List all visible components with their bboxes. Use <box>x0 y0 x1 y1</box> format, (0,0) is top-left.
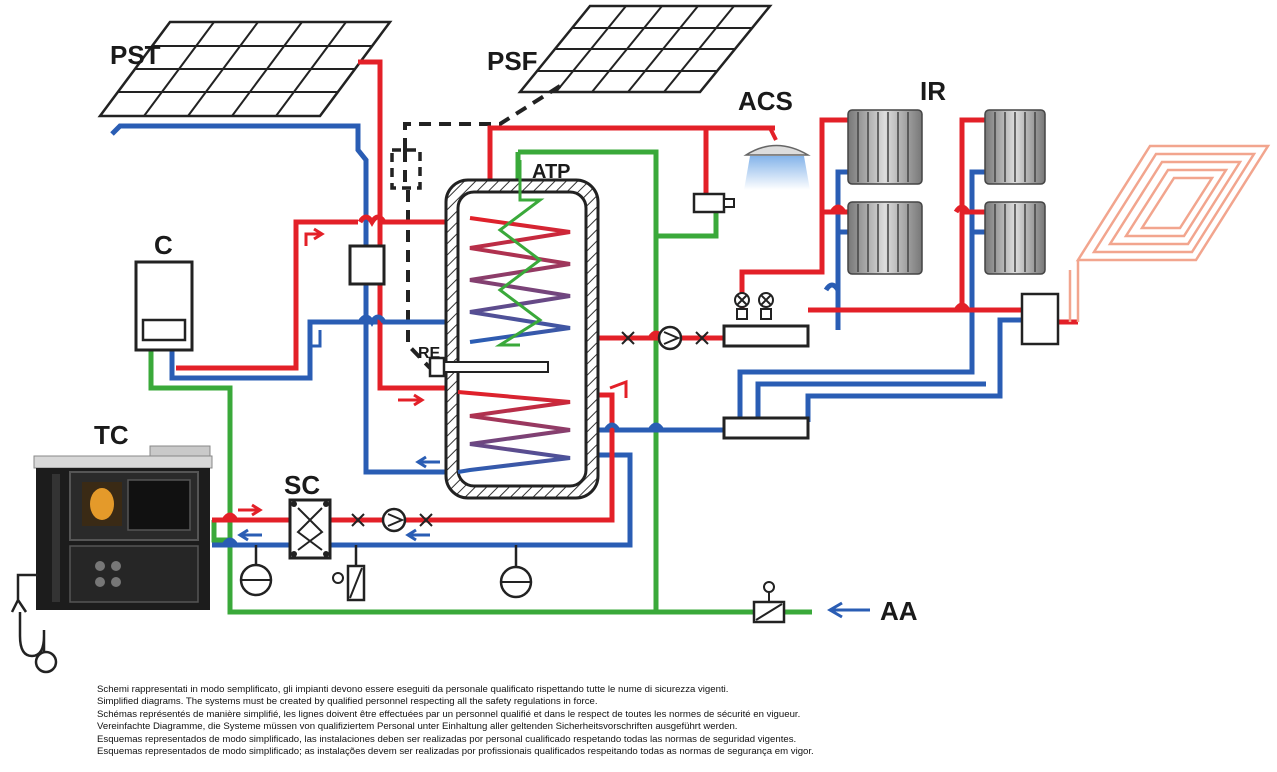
label-tc: TC <box>94 420 129 450</box>
label-atp: ATP <box>532 161 571 183</box>
note-french: Schémas représentés de manière simplifié… <box>97 708 801 720</box>
inverter-box <box>390 148 422 190</box>
note-spanish: Esquemas representados de modo simplific… <box>97 733 797 745</box>
note-german: Vereinfachte Diagramme, die Systeme müss… <box>97 721 738 733</box>
mixer-stub <box>723 198 735 208</box>
underfloor-heating-icon <box>1068 144 1271 322</box>
stove-icon <box>33 445 213 610</box>
solar-thermal-panel-icon <box>97 20 393 118</box>
radiator-icon <box>984 201 1046 275</box>
label-psf: PSF <box>487 46 538 76</box>
inlet-arrow <box>827 601 870 619</box>
label-c: C <box>154 230 173 260</box>
label-re: RE <box>418 345 441 362</box>
zone-valves <box>734 292 774 320</box>
electrical-dashed-line <box>403 84 562 370</box>
expansion-vessel-icon <box>239 545 273 597</box>
shower-icon <box>743 127 811 190</box>
lower-pump-group <box>351 507 433 533</box>
radiator-icon <box>984 109 1046 185</box>
note-italian: Schemi rappresentati in modo semplificat… <box>97 684 729 695</box>
drain-icon <box>34 650 58 674</box>
label-acs: ACS <box>738 86 793 116</box>
disclaimer-notes: Schemi rappresentati in modo semplificat… <box>97 684 997 758</box>
upper-pump-group <box>621 292 1060 440</box>
storage-tank <box>428 160 600 500</box>
pipe-crossings <box>221 204 971 547</box>
hot-pipes <box>176 59 1078 523</box>
flue-pipe <box>10 573 46 658</box>
note-portuguese: Esquemas representados de modo simplific… <box>97 746 814 758</box>
boiler-icon <box>134 260 194 352</box>
radiator-icon <box>847 201 923 275</box>
inlet-valve-icon <box>752 581 786 624</box>
expansion-vessel-icon <box>499 545 533 599</box>
label-aa: AA <box>880 596 918 626</box>
radiators <box>847 109 1046 275</box>
label-pst: PST <box>110 40 161 70</box>
hot-water-mixer <box>692 192 726 214</box>
plate-exchanger-icon <box>288 498 332 560</box>
safety-valve-icon <box>332 545 366 602</box>
solar-controller-box <box>348 244 386 286</box>
photovoltaic-panel-icon <box>517 4 773 94</box>
flow-arrows <box>237 227 628 542</box>
note-english: Simplified diagrams. The systems must be… <box>97 696 598 708</box>
lower-coil <box>457 390 571 474</box>
radiator-icon <box>847 109 923 185</box>
label-sc: SC <box>284 470 320 500</box>
label-ir: IR <box>920 76 946 106</box>
